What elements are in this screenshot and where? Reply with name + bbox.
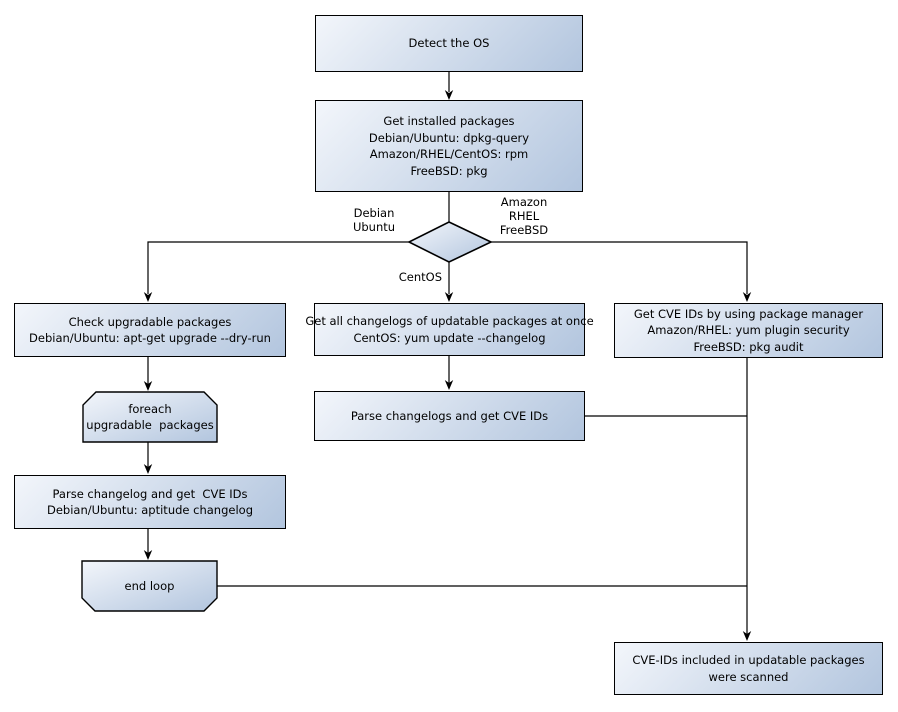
node-detect-os: Detect the OS [315, 15, 583, 72]
node-get-cve-ids-pkg-manager: Get CVE IDs by using package manager Ama… [614, 303, 883, 358]
arrowheads [143, 90, 752, 641]
arrowhead-into-result [742, 631, 752, 641]
end-loop-shape [81, 560, 218, 612]
node-get-all-changelogs-centos: Get all changelogs of updatable packages… [305, 303, 594, 356]
node-check-upgradable: Check upgradable packages Debian/Ubuntu:… [14, 303, 286, 357]
arrowhead-into-parse-changelogs [444, 380, 454, 390]
arrowhead-into-foreach [143, 381, 153, 391]
foreach-loop-label: foreach upgradable packages [86, 402, 214, 432]
node-parse-changelog-debian: Parse changelog and get CVE IDs Debian/U… [14, 475, 286, 529]
branch-label-debian-ubuntu: Debian Ubuntu [352, 206, 396, 234]
node-result-scanned: CVE-IDs included in updatable packages w… [614, 642, 883, 695]
edges [147, 72, 748, 634]
edge-decision-to-check-upgradable [147, 241, 409, 294]
arrowhead-into-check-upgradable [143, 292, 153, 302]
node-get-installed-packages: Get installed packages Debian/Ubuntu: dp… [315, 100, 583, 192]
arrowhead-into-install [444, 90, 454, 100]
branch-label-centos: CentOS [398, 270, 442, 284]
arrowhead-into-end-loop [143, 550, 153, 560]
edge-decision-to-get-cve-ids [489, 241, 748, 294]
branch-label-amazon-rhel-freebsd: Amazon RHEL FreeBSD [499, 195, 549, 237]
node-parse-changelogs: Parse changelogs and get CVE IDs [314, 391, 585, 441]
arrowhead-into-parse-changelog [143, 464, 153, 474]
end-loop-label: end loop [124, 579, 175, 593]
arrowhead-into-get-cve-ids [742, 292, 752, 302]
foreach-loop-shape [82, 391, 218, 443]
os-decision-diamond [407, 221, 493, 263]
arrowhead-into-get-changelogs [444, 292, 454, 302]
